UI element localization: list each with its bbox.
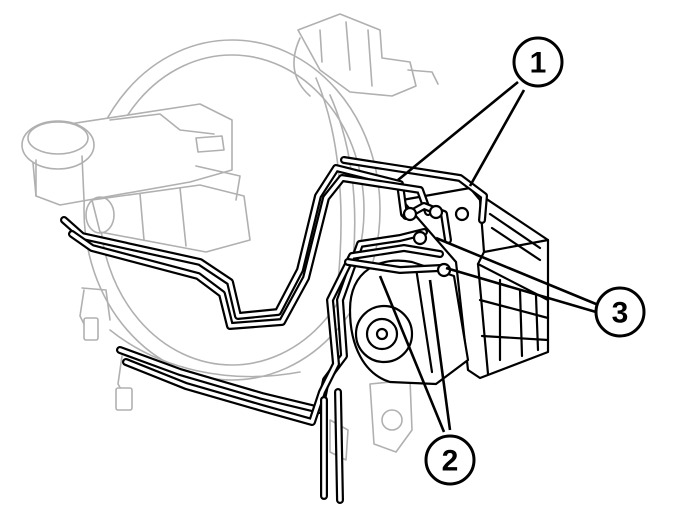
master-cylinder bbox=[85, 165, 251, 253]
leader-lines bbox=[378, 80, 597, 433]
brake-pipes bbox=[60, 156, 488, 504]
callout-3: 3 bbox=[594, 286, 646, 338]
callout-1: 1 bbox=[512, 36, 564, 88]
brake-fluid-reservoir bbox=[21, 103, 233, 206]
callout-3-label: 3 bbox=[612, 297, 629, 330]
callout-2-label: 2 bbox=[442, 445, 459, 478]
sensor-connectors bbox=[79, 287, 133, 411]
callout-1-label: 1 bbox=[530, 47, 547, 80]
abs-pump-motor bbox=[348, 259, 470, 386]
pipe-fittings bbox=[402, 204, 470, 278]
callout-2: 2 bbox=[424, 434, 476, 486]
mounting-bracket bbox=[293, 13, 439, 97]
